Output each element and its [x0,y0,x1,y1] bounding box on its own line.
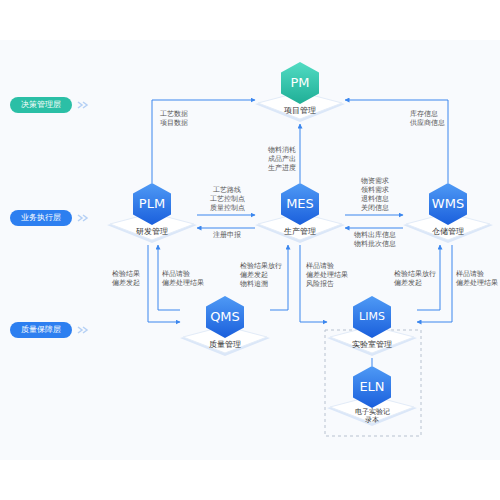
connector [417,245,452,322]
connector [345,228,403,229]
edge-label: 物料消耗 成品产出 生产进度 [268,146,298,173]
system-code: PLM [107,194,197,214]
connector [152,100,255,183]
system-name: 项目管理 [255,106,345,116]
connector [197,215,255,216]
system-code: ELN [327,377,417,397]
layer-pill: 决策管理层 [10,97,72,113]
system-node: MES 生产管理 [255,183,345,245]
system-name: 研发管理 [107,227,197,237]
system-code: WMS [403,194,493,214]
edge-label: 工艺数据 项目数据 [160,110,192,128]
connector [300,124,301,183]
chevron-arrows [78,102,87,333]
edge-label: 物料出库信息 物料批次信息 [352,231,398,249]
edge-label: 检验结果 偏差发起 [112,270,144,288]
system-node: QMS 质量管理 [180,296,270,358]
system-name: 仓储管理 [403,227,493,237]
layer-pill: 质量保障层 [10,322,72,338]
edge-label: 样品请验 偏差处理结果 [456,270,500,288]
edge-label: 样品请验 偏差处理结果 风险报告 [306,262,350,289]
layer-pill: 业务执行层 [10,210,72,226]
connector [345,100,448,183]
system-node: ELN 电子实验记录本 [327,366,417,432]
system-name: 电子实验记录本 [354,408,390,424]
connector [270,245,288,310]
edge-label: 样品请验 偏差处理结果 [162,270,206,288]
connector [345,215,403,216]
connector [197,228,255,229]
edge-label: 注册申报 [204,231,250,240]
dashed-group-frame [325,330,421,436]
system-name: 生产管理 [255,227,345,237]
system-node: WMS 仓储管理 [403,183,493,245]
system-code: QMS [180,307,270,327]
edge-label: 检验结果放行 偏差发起 物料追溯 [240,262,284,289]
system-code: PM [255,73,345,93]
connector [372,358,373,366]
edge-label: 检验结果放行 偏差发起 [394,270,438,288]
system-node: PM 项目管理 [255,62,345,124]
system-name: 质量管理 [180,340,270,350]
system-code: MES [255,194,345,214]
system-node: PLM 研发管理 [107,183,197,245]
system-node: LIMS 实验室管理 [327,296,417,358]
edge-label: 库存信息 供应商信息 [410,110,448,128]
background-panel [0,40,500,460]
edge-label: 物资需求 领料需求 退料信息 关闭信息 [352,177,398,213]
system-name: 实验室管理 [327,340,417,350]
system-code: LIMS [327,307,417,327]
edge-label: 工艺路线 工艺控制点 质量控制点 [204,186,250,213]
